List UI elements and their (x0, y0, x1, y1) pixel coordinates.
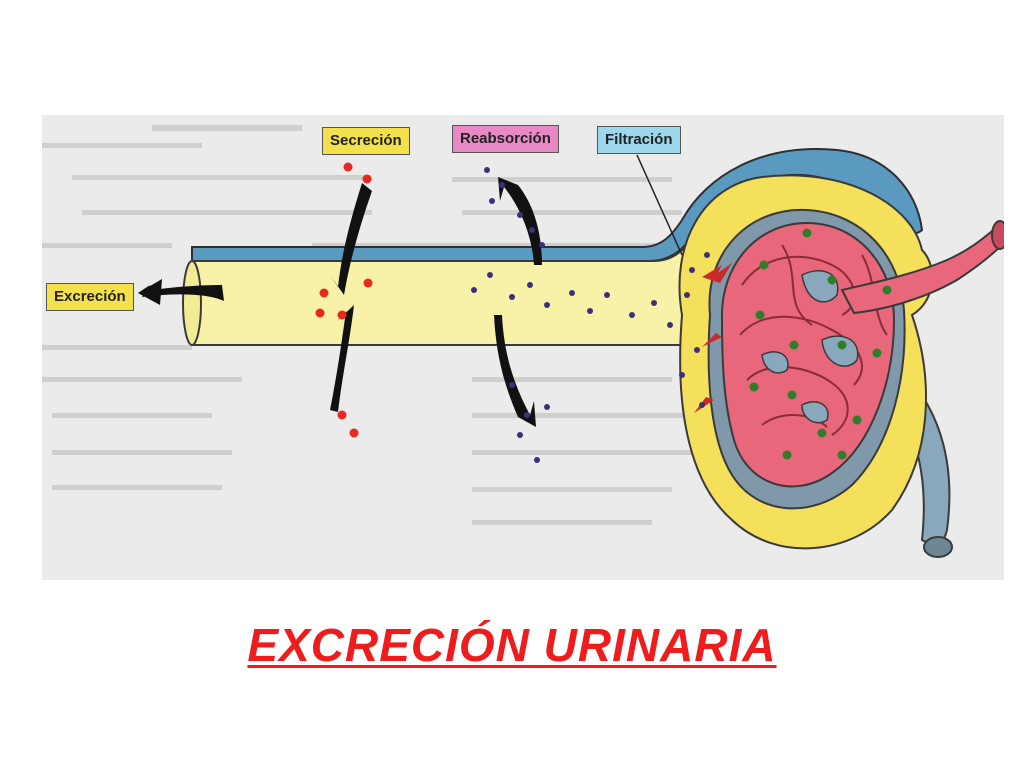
secretion-arrow-lower (330, 305, 354, 412)
filtration-arrow-2 (702, 333, 722, 347)
secretion-arrow-upper (330, 183, 372, 295)
afferent-arteriole (840, 225, 1004, 315)
red-particles (315, 162, 373, 438)
filtration-pointer (636, 154, 683, 256)
purple-particles (471, 167, 710, 463)
excretion-label: Excreción (46, 283, 134, 311)
excretion-arrowhead (138, 279, 162, 305)
nephron-diagram (42, 115, 1004, 580)
arteriole-opening (991, 220, 1004, 250)
tubule-opening (182, 260, 202, 346)
secretion-label: Secreción (322, 127, 410, 155)
vessel-opening (923, 536, 953, 558)
reabsorption-arrow-upper (498, 177, 542, 265)
reabsorption-arrow-lower (494, 315, 536, 427)
green-particles (749, 228, 892, 460)
faded-text-lines (42, 125, 692, 525)
filtration-label: Filtración (597, 126, 681, 154)
page-title: EXCRECIÓN URINARIA (247, 619, 777, 671)
excretion-arrow (138, 285, 224, 301)
reabsorption-label: Reabsorción (452, 125, 559, 153)
arrows (138, 177, 732, 427)
filtration-arrow-1 (702, 263, 732, 283)
